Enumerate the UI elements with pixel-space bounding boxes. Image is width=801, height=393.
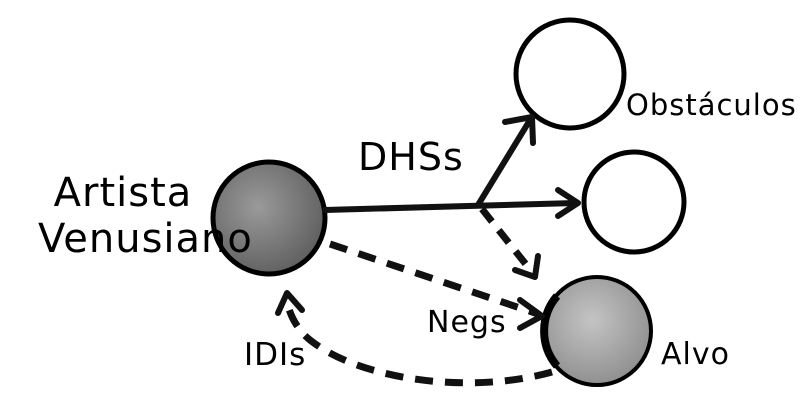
negs-arrow: [328, 240, 545, 331]
dhss-dashed-arrowhead: [512, 253, 541, 280]
dhss-arrowhead-middle: [555, 187, 581, 219]
alvo-sphere: [541, 275, 653, 387]
dhss-label: DHSs: [358, 135, 464, 179]
dhss-arrowhead-up: [502, 114, 536, 146]
dhss-branch-up-line: [475, 117, 533, 208]
obstaculos-label: Obstáculos: [626, 88, 797, 122]
idis-arrow: [275, 290, 553, 387]
dhss-dashed-branch: [479, 206, 541, 280]
alvo-shadow: [540, 293, 561, 369]
dhss-main-line: [322, 200, 579, 213]
idis-label: IDIs: [244, 337, 307, 373]
artista-label-line2: Venusiano: [38, 216, 253, 262]
artista-venusiano-sphere: [210, 159, 328, 277]
negs-label: Negs: [427, 305, 507, 340]
dhss-arrows: [322, 114, 581, 219]
negs-arrowhead: [517, 297, 545, 331]
artista-label-line1: Artista: [53, 170, 193, 216]
alvo-label: Alvo: [661, 337, 730, 372]
idis-arrowhead: [275, 290, 305, 316]
artista-venusiano-label: Artista Venusiano: [38, 170, 253, 262]
obstacle-circle-middle: [581, 149, 687, 255]
obstacle-circle-top: [513, 17, 627, 131]
